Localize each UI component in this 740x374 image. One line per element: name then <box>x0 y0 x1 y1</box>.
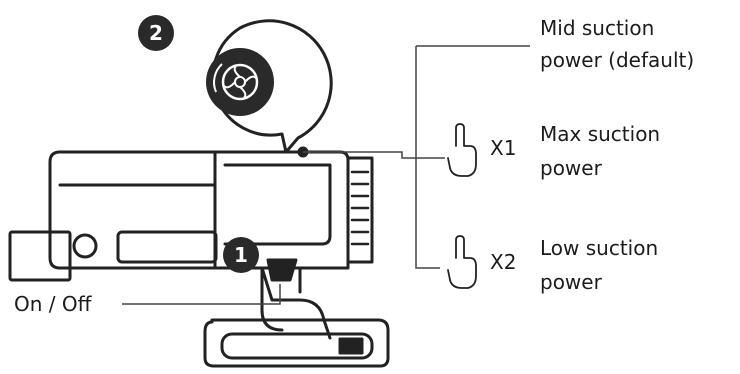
vacuum-body <box>48 150 350 270</box>
step-badge-2: 2 <box>138 15 174 51</box>
leader-line-icon <box>303 151 445 159</box>
on-off-label: On / Off <box>14 292 92 316</box>
mid-suction-label-line1: Mid suction <box>540 16 655 40</box>
motor-head <box>346 156 374 264</box>
svg-text:2: 2 <box>149 21 163 45</box>
dustbin-window <box>223 163 332 246</box>
finger-tap-icon <box>447 123 477 177</box>
mid-suction-label-line2: power (default) <box>540 48 695 72</box>
low-suction-label-line1: Low suction <box>540 236 659 260</box>
press-count-low: X2 <box>490 250 517 274</box>
max-suction-label-line2: power <box>540 156 602 180</box>
fan-power-icon <box>206 48 274 116</box>
nozzle-connector <box>8 230 72 282</box>
battery-pack <box>203 318 390 368</box>
max-suction-label-line1: Max suction <box>540 122 661 146</box>
trigger <box>266 258 298 282</box>
svg-text:1: 1 <box>234 243 248 267</box>
step-badge-1: 1 <box>223 237 259 273</box>
on-off-leader <box>122 284 281 305</box>
release-button <box>72 233 98 259</box>
press-count-max: X1 <box>490 136 517 160</box>
low-suction-label-line2: power <box>540 270 602 294</box>
finger-tap-icon <box>447 235 477 289</box>
